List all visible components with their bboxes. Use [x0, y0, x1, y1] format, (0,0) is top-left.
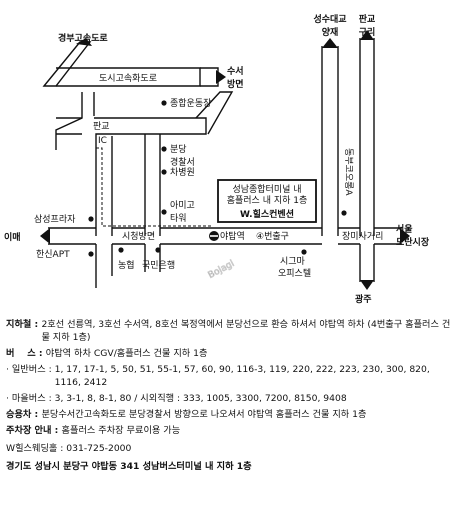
label-samsung-plaza: 삼성프라자 [34, 214, 76, 225]
gyeongbu-road [42, 41, 92, 87]
label-jangmi: 장미사거리 [342, 231, 383, 242]
poi-dot [161, 146, 167, 152]
arrow-up-icon [322, 38, 338, 48]
poi-dot [341, 210, 347, 216]
general-bus-label: · 일반버스 : [6, 364, 55, 375]
label-sigma1: 시그마 [280, 256, 306, 267]
label-seongsu: 성수대교 [313, 13, 346, 25]
bus-row: 버 스 : 야탑역 하차 CGV/홈플러스 건물 지하 1층 [6, 347, 452, 360]
car-text: 분당수서간고속화도로 분당경찰서 방향으로 나오셔서 야탑역 홈플러스 건물 지… [41, 409, 367, 420]
parking-row: 주차장 안내 : 홈플러스 주차장 무료이용 가능 [6, 424, 452, 437]
subway-row: 지하철 : 2호선 선릉역, 3호선 수서역, 8호선 복정역에서 분당선으로 … [6, 318, 452, 344]
label-imae: 이매 [4, 231, 21, 243]
poi-dot [161, 169, 167, 175]
label-yatap-station: 야탑역 [220, 230, 245, 242]
label-suseo: 수서 [227, 65, 244, 77]
label-hansin-apt: 한신APT [36, 249, 70, 260]
label-guri: 구리 [359, 26, 376, 38]
bus-text: 야탑역 하차 CGV/홈플러스 건물 지하 1층 [45, 348, 208, 359]
label-nonghyup: 농협 [118, 259, 135, 271]
label-gwangju: 광주 [355, 293, 372, 305]
label-moran-market: 모란시장 [396, 236, 430, 248]
village-bus-label: · 마을버스 : [6, 393, 55, 404]
label-sigma2: 오피스텔 [278, 267, 311, 279]
poi-dot [88, 216, 94, 222]
watermark: Bojagi [207, 259, 236, 281]
label-city-expressway: 도시고속화도로 [99, 73, 157, 84]
label-pangyo-ic2: IC [98, 136, 107, 146]
label-yangjae: 양재 [322, 26, 339, 38]
location-map: 성남종합터미널 내 홈플러스 내 지하 1층 W.힐스컨벤션 Bojagi 경부… [4, 13, 430, 305]
label-kookmin-bank: 국민은행 [142, 259, 175, 271]
label-city-hall: 시청방면 [122, 231, 155, 242]
label-gyeongbu: 경부고속도로 [58, 32, 108, 44]
label-cha-hospital: 차병원 [170, 166, 195, 178]
label-dongbu-kolon: 동부코오롱A [343, 148, 354, 196]
address-text: 경기도 성남시 분당구 야탑동 341 성남버스터미널 내 지하 1층 [6, 461, 252, 472]
arrow-up-icon [360, 30, 374, 40]
subway-label: 지하철 : [6, 319, 42, 330]
arrow-left-icon [40, 228, 50, 244]
venue-name: W.힐스컨벤션 [240, 208, 294, 220]
general-bus-text: 1, 17, 17-1, 5, 50, 51, 55-1, 57, 60, 90… [54, 364, 430, 388]
directions-info: 지하철 : 2호선 선릉역, 3호선 수서역, 8호선 복정역에서 분당선으로 … [6, 318, 452, 473]
city-expressway-road [56, 67, 201, 87]
roads [42, 38, 402, 288]
poi-dot [161, 209, 167, 215]
poi-dot [155, 247, 161, 253]
poi-dot [161, 100, 167, 106]
arrow-right-icon [400, 228, 410, 244]
arrow-right-icon [216, 70, 226, 84]
arrow-up-left-icon [76, 38, 92, 46]
direction-arrows [40, 30, 410, 290]
arrow-down-icon [360, 280, 374, 290]
label-seoul: 서울 [396, 223, 413, 235]
car-row: 승용차 : 분당수서간고속화도로 분당경찰서 방향으로 나오셔서 야탑역 홈플러… [6, 408, 452, 421]
venue-sub2: 홈플러스 내 지하 1층 [227, 194, 308, 206]
label-pangyo-ic1: 판교 [93, 121, 110, 132]
label-bundang: 분당 [170, 144, 187, 155]
venue-box: 성남종합터미널 내 홈플러스 내 지하 1층 W.힐스컨벤션 [217, 179, 317, 223]
bus-label: 버 스 : [6, 348, 46, 359]
dashed-route [96, 147, 212, 227]
general-bus-row: · 일반버스 : 1, 17, 17-1, 5, 50, 51, 55-1, 5… [6, 363, 452, 389]
subway-text: 2호선 선릉역, 3호선 수서역, 8호선 복정역에서 분당선으로 환승 하셔서… [41, 319, 451, 343]
subway-icon [209, 231, 219, 241]
label-jonghap-stadium: 종합운동장 [170, 98, 211, 109]
poi-dot [118, 247, 124, 253]
label-police: 경찰서 [170, 156, 195, 168]
label-bangmyeon: 방면 [227, 78, 244, 90]
village-bus-row: · 마을버스 : 3, 3-1, 8, 8-1, 80 / 시외직행 : 333… [6, 392, 452, 405]
car-label: 승용차 : [6, 409, 42, 420]
label-amigo2: 타워 [170, 213, 187, 224]
parking-label: 주차장 안내 : [6, 425, 62, 436]
label-amigo1: 아미고 [170, 200, 195, 211]
village-bus-text: 3, 3-1, 8, 8-1, 80 / 시외직행 : 333, 1005, 3… [54, 393, 347, 404]
venue-sub1: 성남종합터미널 내 [232, 184, 301, 195]
phone-text: W힐스웨딩홀 : 031-725-2000 [6, 443, 132, 454]
map-labels: 경부고속도로 수서 방면 성수대교 양재 판교 구리 도시고속화도로 종합운동장… [4, 13, 430, 305]
parking-text: 홈플러스 주차장 무료이용 가능 [61, 425, 181, 436]
poi-dots [88, 100, 347, 257]
label-exit4: ④번출구 [256, 231, 289, 242]
poi-dot [301, 249, 307, 255]
poi-dot [88, 251, 94, 257]
label-pangyo-top: 판교 [359, 13, 376, 25]
